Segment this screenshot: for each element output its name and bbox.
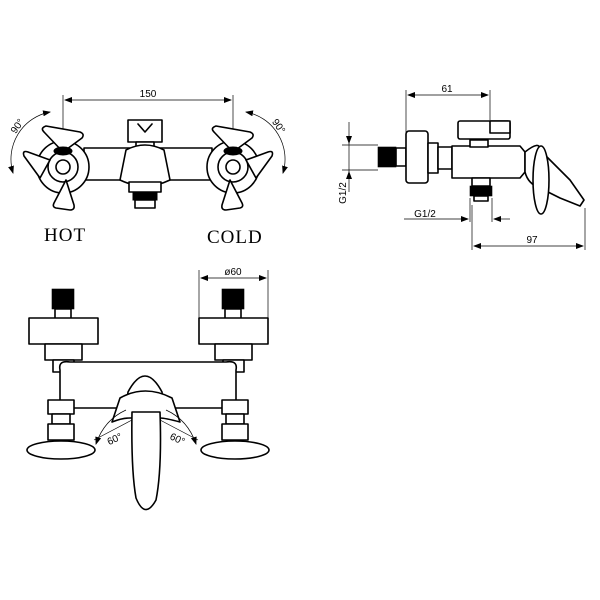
outlet-thread-dimension: G1/2 xyxy=(404,198,510,222)
flange-diameter-dimension: ø60 xyxy=(198,267,269,318)
right-flange-top xyxy=(198,317,269,345)
cold-label: COLD xyxy=(207,227,263,248)
spout-reach-label: 97 xyxy=(526,235,538,246)
cold-handle xyxy=(206,125,274,211)
lever-right-angle-label: 60° xyxy=(168,432,186,448)
diverter-lever-top xyxy=(111,375,181,511)
inlet-nipple-thread xyxy=(377,146,397,168)
inlet-thread-label: G1/2 xyxy=(338,182,349,204)
lever-left-angle-label: 60° xyxy=(106,432,124,448)
outlet-thread-label: G1/2 xyxy=(414,209,436,220)
left-flange-top xyxy=(28,317,99,345)
bottom-view: ø60 xyxy=(26,267,270,511)
depth-label: 61 xyxy=(441,84,453,95)
cold-handle-top xyxy=(200,440,270,460)
left-rotation-label: 90° xyxy=(9,117,27,136)
hot-handle xyxy=(22,125,90,211)
front-view: 150 90° 90° xyxy=(8,89,288,248)
center-distance-label: 150 xyxy=(140,89,157,100)
inlet-thread-dimension: G1/2 xyxy=(338,122,378,204)
flange-diameter-label: ø60 xyxy=(224,267,242,278)
hot-label: HOT xyxy=(44,225,86,246)
diverter-front xyxy=(119,119,171,209)
mixer-body-side xyxy=(451,145,526,179)
side-view: 61 G1/2 xyxy=(338,84,586,250)
wall-flange-side xyxy=(405,130,429,184)
spout-reach-dimension: 97 xyxy=(471,205,586,250)
hot-handle-top xyxy=(26,440,96,460)
right-rotation-label: 90° xyxy=(269,117,287,136)
